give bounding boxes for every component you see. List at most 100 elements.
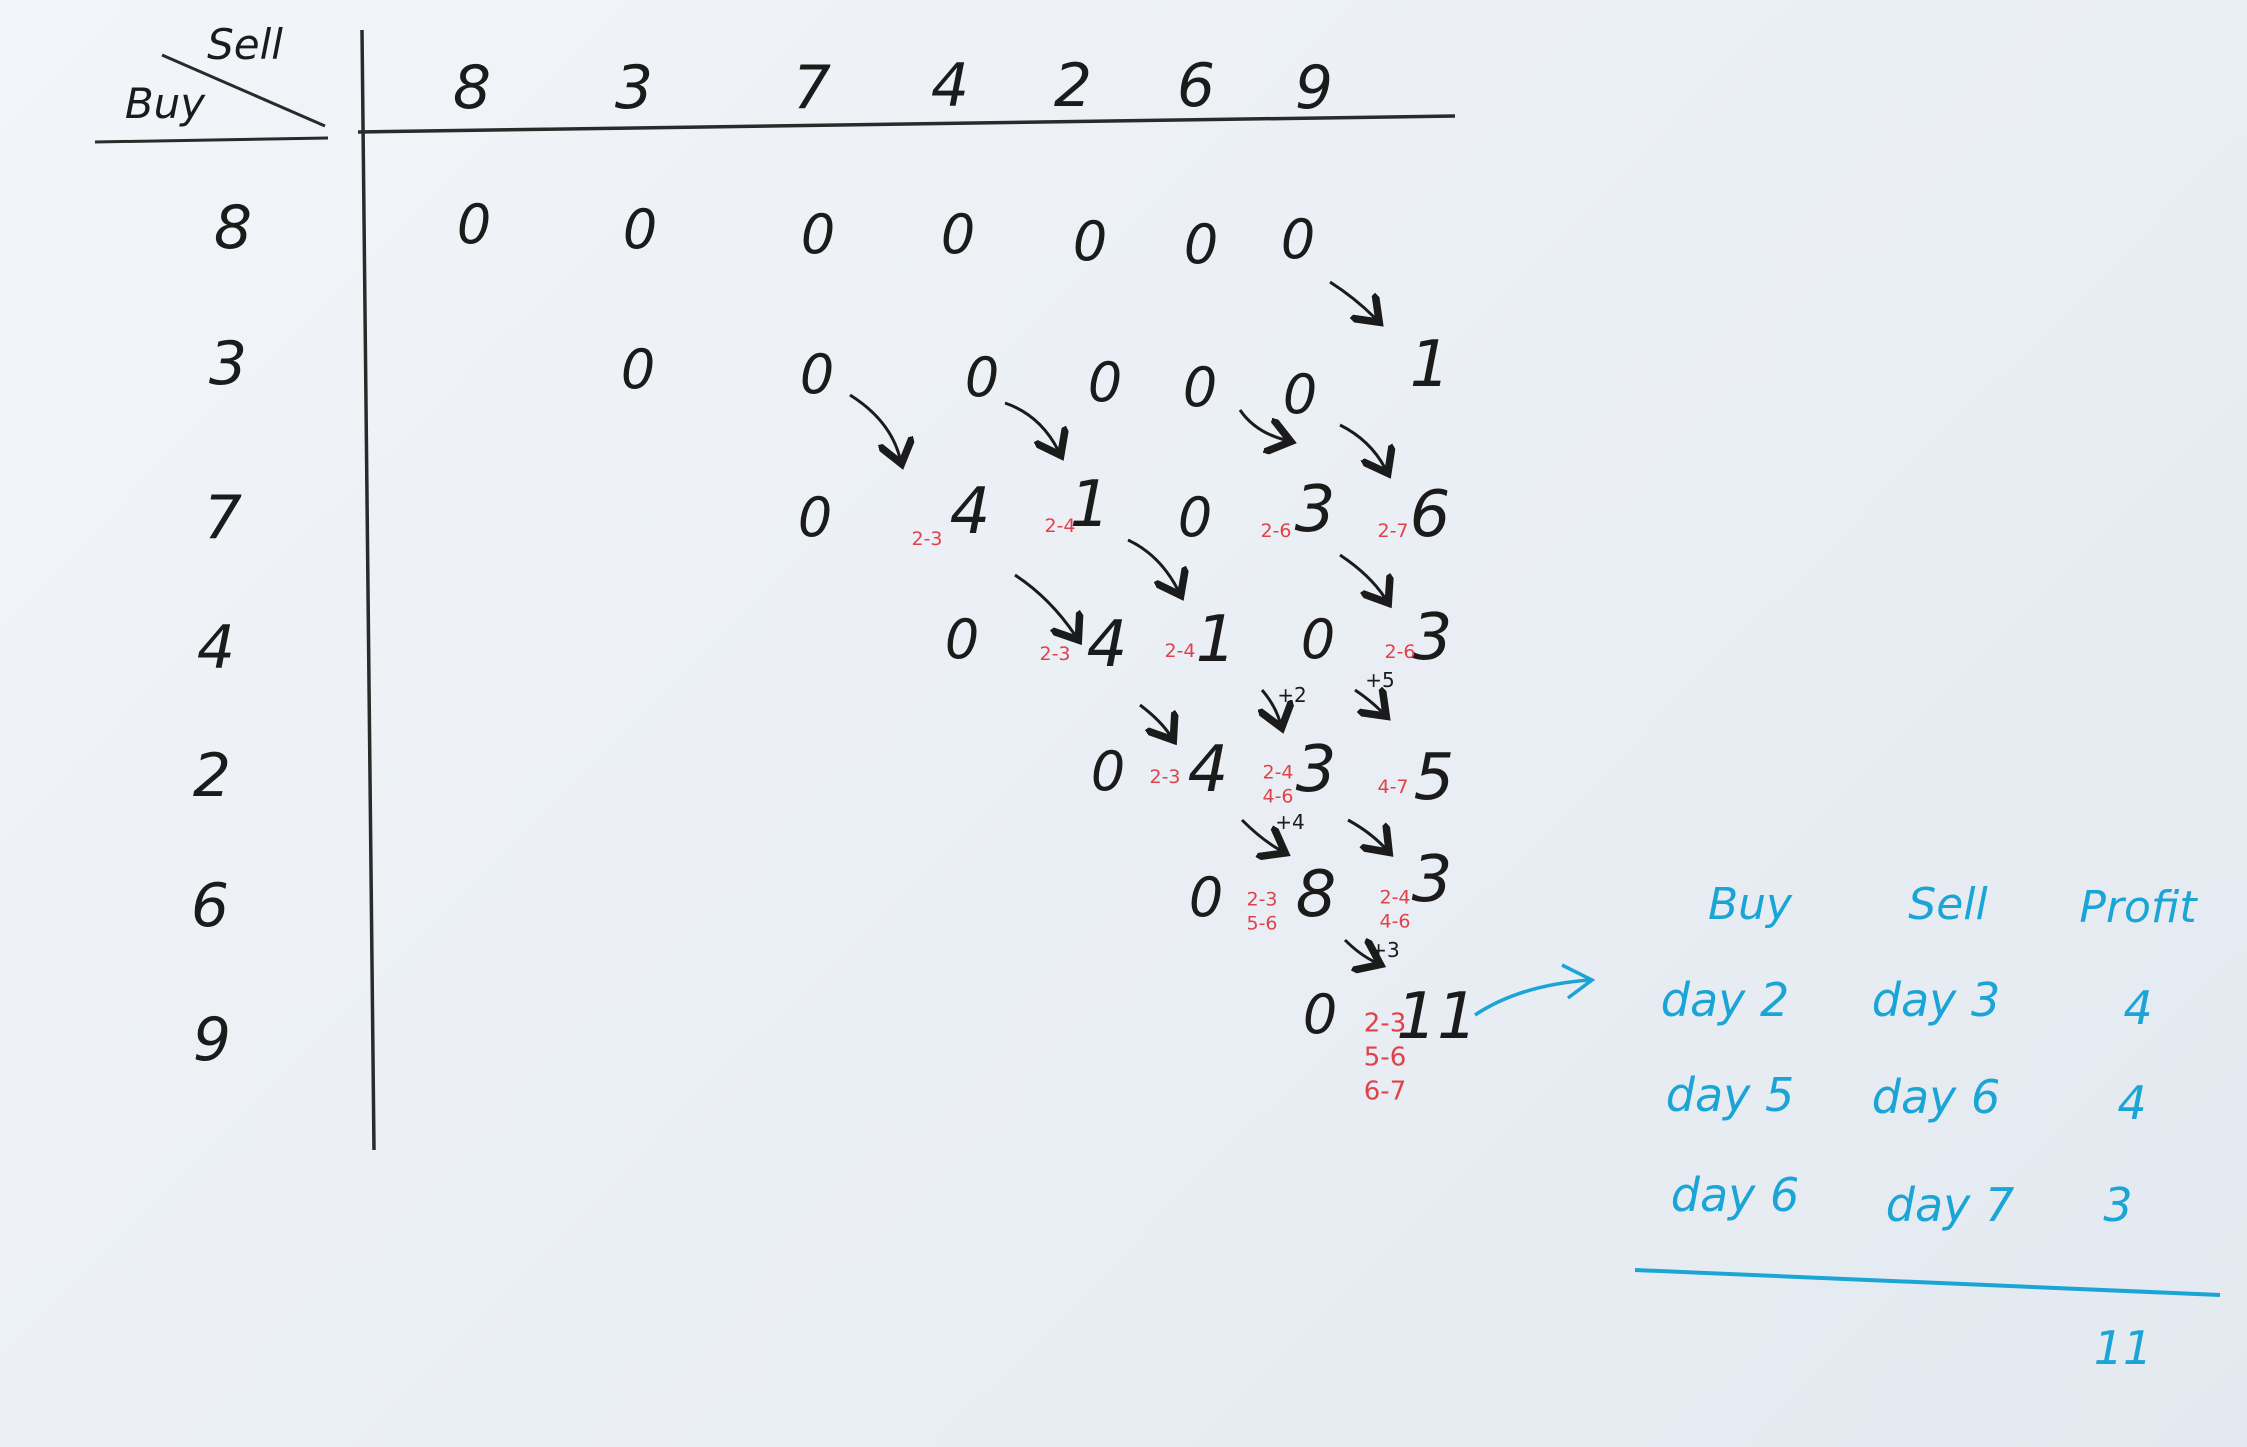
arrow [1262,689,1280,722]
arrow [1004,401,1058,450]
arrow [1139,703,1170,735]
col-header: 6 [1176,51,1216,121]
matrix-cell: 0 [620,338,656,401]
matrix-cell: 0 [1183,213,1219,276]
pair-note: 2-4 [1044,515,1076,538]
summary-header-profit: Profit [2079,882,2197,933]
result-arrow [1474,978,1591,1017]
row-header: 2 [192,741,232,811]
matrix-cell: 0 [1090,740,1126,803]
result-arrow-head [1561,963,1596,1000]
matrix-cell: 11 [1396,980,1478,1054]
matrix-cell: 0 [1302,983,1338,1046]
pair-note: 2-3 5-6 [1246,888,1278,934]
summary-cell: 4 [2117,1076,2147,1130]
arrow [1339,553,1385,598]
row-header: 4 [196,613,236,683]
arrow-tag: +5 [1365,668,1395,692]
pair-note: 2-6 [1260,520,1292,543]
row-header: 8 [213,193,253,263]
matrix-cell: 0 [1188,866,1224,929]
matrix-cell: 3 [1295,733,1337,807]
arrow [1329,280,1375,318]
matrix-cell: 0 [800,203,836,266]
matrix-cell: 0 [1282,363,1318,426]
row-header: 9 [192,1005,232,1075]
pair-note: 2-3 [1039,643,1071,666]
summary-cell: 4 [2123,981,2153,1035]
matrix-cell: 0 [944,608,980,671]
row-header: 6 [190,871,230,941]
arrow [1354,690,1382,712]
corner-diagonal [161,53,326,128]
col-header: 8 [452,53,492,123]
matrix-cell: 0 [797,486,833,549]
matrix-cell: 0 [1087,351,1123,414]
col-header: 7 [792,53,832,123]
arrow [1014,573,1075,635]
matrix-cell: 4 [1187,733,1229,807]
matrix-cell: 1 [1409,328,1451,402]
header-underline [357,114,1456,134]
matrix-cell: 3 [1294,473,1336,547]
col-header: 3 [614,53,654,123]
matrix-cell: 3 [1411,843,1453,917]
matrix-cell: 0 [622,198,658,261]
summary-header-buy: Buy [1707,879,1793,930]
matrix-cell: 8 [1295,858,1337,932]
matrix-cell: 0 [456,193,492,256]
matrix-cell: 6 [1409,478,1451,552]
summary-header-sell: Sell [1908,879,1988,930]
matrix-cell: 0 [1072,210,1108,273]
summary-cell: day 6 [1670,1168,1800,1222]
pair-note: 2-4 4-6 [1262,761,1294,807]
pair-note: 2-3 [1149,766,1181,789]
header-underline-left [94,136,329,144]
arrow-tag: +2 [1277,683,1307,707]
arrow [1127,538,1178,590]
matrix-cell: 1 [1195,603,1237,677]
arrow [1347,818,1385,848]
vertical-divider [360,29,376,1151]
pair-note: 2-7 [1377,520,1409,543]
matrix-cell: 0 [964,346,1000,409]
matrix-cell: 1 [1069,468,1111,542]
matrix-cell: 4 [949,475,991,549]
arrow [1343,940,1375,962]
matrix-cell: 3 [1411,601,1453,675]
pair-note: 2-4 4-6 [1379,886,1411,932]
arrow [1238,409,1285,440]
arrow [1240,818,1280,850]
summary-cell: day 6 [1871,1070,2001,1124]
arrow [849,393,900,458]
pair-note: 2-3 5-6 6-7 [1363,1008,1407,1106]
summary-cell: day 7 [1885,1178,2015,1232]
summary-cell: day 2 [1660,973,1790,1027]
matrix-cell: 0 [1280,208,1316,271]
pair-note: 2-3 [911,528,943,551]
summary-total: 11 [2093,1321,2153,1375]
matrix-cell: 4 [1086,608,1128,682]
pair-note: 2-4 [1164,640,1196,663]
col-header: 2 [1053,51,1093,121]
corner-sell-label: Sell [207,20,283,69]
matrix-cell: 0 [940,203,976,266]
matrix-cell: 5 [1413,741,1455,815]
row-header: 3 [208,329,248,399]
matrix-cell: 0 [799,343,835,406]
summary-cell: 3 [2103,1178,2133,1232]
pair-note: 2-6 [1384,641,1416,664]
col-header: 4 [930,51,970,121]
matrix-cell: 0 [1182,356,1218,419]
summary-cell: day 5 [1665,1068,1795,1122]
matrix-cell: 0 [1177,486,1213,549]
pair-note: 4-7 [1377,776,1409,799]
summary-total-line [1634,1268,2221,1297]
row-header: 7 [203,483,243,553]
summary-cell: day 3 [1871,973,2001,1027]
corner-buy-label: Buy [124,79,206,128]
arrow [1339,423,1385,468]
arrow-tag: +3 [1370,938,1400,962]
